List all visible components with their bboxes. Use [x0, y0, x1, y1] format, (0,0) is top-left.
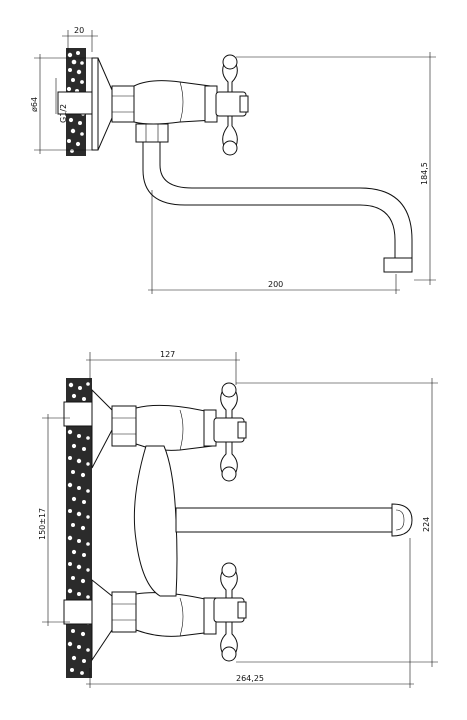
dim-overall-height: 224	[422, 517, 431, 532]
dim-flange-diameter: ø64	[30, 97, 39, 112]
front-view: 127 150±17 224 264,25	[38, 350, 438, 688]
dim-height: 184,5	[420, 162, 429, 185]
side-view: 20 ø64 G1/2 184,5 200	[30, 26, 436, 294]
dim-wall-offset: 20	[74, 26, 84, 35]
dim-thread: G1/2	[59, 104, 68, 123]
dim-center-distance: 150±17	[38, 508, 47, 540]
dim-depth: 127	[160, 350, 175, 359]
dim-reach: 200	[268, 280, 283, 289]
dim-overall-width: 264,25	[236, 674, 264, 683]
